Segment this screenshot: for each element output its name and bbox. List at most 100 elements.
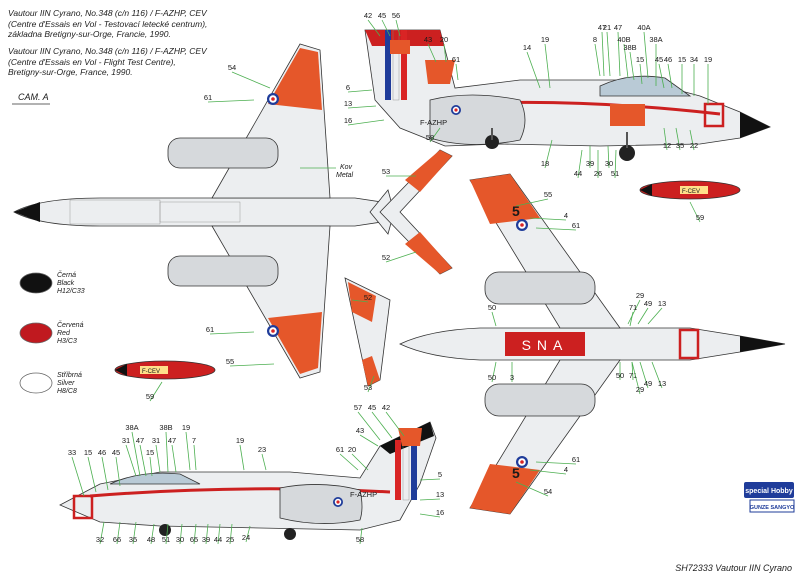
callout-leader [675, 127, 681, 151]
callout-number: 15 [84, 448, 92, 457]
callout-number: 6 [346, 83, 350, 92]
callout-number: 38A [125, 423, 138, 432]
callout-leader [351, 453, 369, 471]
callout-number: 53 [364, 383, 372, 392]
callout-leader [239, 444, 245, 471]
callout-number: 44 [574, 169, 582, 178]
callout-number: 40A [637, 23, 650, 32]
callout-number: 71 [629, 371, 637, 380]
callout-number: 19 [541, 35, 549, 44]
callout-leader [577, 149, 583, 179]
callout-number: 5 [438, 470, 442, 479]
callout-leader [339, 453, 359, 471]
callout-number: 38B [623, 43, 636, 52]
color-name-en: Red [57, 330, 71, 337]
swatch-black [19, 272, 53, 294]
side-profile-lower: F-AZHP [59, 421, 437, 540]
callout-number: 46 [98, 448, 106, 457]
caption-czech: Vautour IIN Cyrano, No.348 (c/n 116) / F… [8, 8, 207, 40]
callout-number: 45 [378, 11, 386, 20]
callout-leader [125, 444, 137, 477]
callout-leader [132, 521, 137, 545]
callout-number: 46 [664, 55, 672, 64]
callout-leader [427, 43, 437, 63]
callout-number: 4 [564, 465, 568, 474]
brand-logo-text: special Hobby [745, 488, 793, 495]
callout-leader [631, 361, 634, 381]
callout-leader [535, 227, 577, 231]
callout-leader [526, 51, 541, 89]
callout-number: 61 [452, 55, 460, 64]
callout-leader [131, 431, 141, 477]
callout-number: 35 [129, 535, 137, 544]
callout-leader [689, 129, 695, 151]
swatch-silver [19, 372, 53, 394]
callout-number: 47 [136, 436, 144, 445]
callout-leader [371, 411, 393, 439]
callout-number: 35 [676, 141, 684, 150]
callout-leader [544, 43, 551, 89]
callout-leader [629, 311, 634, 327]
gunze-logo-text: GUNZE SANGYO [750, 505, 795, 511]
callout-leader [165, 523, 169, 545]
paint-legend: Černá Black H12/C33 Červená Red H3/C3 St… [19, 270, 85, 395]
color-name-en: Black [57, 280, 75, 287]
color-code: H12/C33 [57, 288, 85, 295]
callout-leader [627, 299, 641, 325]
callout-number: 13 [344, 99, 352, 108]
color-name-cz: Černá [57, 270, 76, 279]
callout-leader [491, 361, 497, 383]
callout-number: 26 [594, 169, 602, 178]
callout-number: 20 [348, 445, 356, 454]
color-code: H3/C3 [57, 338, 77, 345]
callout-number: 13 [658, 299, 666, 308]
callout-leader [419, 513, 441, 518]
callout-leader [491, 311, 497, 327]
callout-leader [87, 456, 97, 493]
callout-number: 43 [356, 426, 364, 435]
callout-number: 14 [523, 43, 531, 52]
callout-number: 45 [368, 403, 376, 412]
callout-number: 24 [242, 533, 250, 542]
callout-number: 71 [629, 303, 637, 312]
callout-leader [515, 481, 549, 497]
callout-leader [631, 361, 641, 395]
callout-number: 50 [488, 373, 496, 382]
callout-leader [367, 19, 381, 37]
callout-number: 61 [336, 445, 344, 454]
callout-leader [419, 498, 441, 501]
model-title: SH72333 Vautour IIN Cyrano [675, 563, 792, 573]
callout-leader [229, 363, 275, 367]
color-name-en: Silver [57, 380, 75, 387]
callout-number: 57 [354, 403, 362, 412]
callout-number: 61 [204, 93, 212, 102]
callout-number: 21 [603, 23, 611, 32]
callout-number: 49 [644, 299, 652, 308]
caption-line: (Centre d'Essais en Vol - Testovací lete… [8, 18, 208, 29]
callout-leader [658, 63, 665, 89]
callout-leader [149, 381, 163, 402]
callout-leader [207, 99, 255, 103]
callout-number: 61 [572, 455, 580, 464]
callout-number: 48 [147, 535, 155, 544]
callout-number: 33 [68, 448, 76, 457]
callout-number: 12 [663, 141, 671, 150]
color-code: H8/C8 [57, 388, 77, 395]
pod-lower: F-CEV [114, 360, 216, 380]
callout-number: 54 [228, 63, 236, 72]
callout-leader [245, 525, 251, 543]
callout-number: 13 [658, 379, 666, 388]
callout-number: 50 [488, 303, 496, 312]
callout-number: 19 [182, 423, 190, 432]
callout-leader [367, 375, 375, 393]
callout-number: 52 [382, 253, 390, 262]
callout-number: 7 [192, 436, 196, 445]
callout-number: 16 [344, 116, 352, 125]
side-number-lower: 5 [512, 465, 520, 481]
callout-number: 58 [356, 535, 364, 544]
callout-leader [347, 105, 377, 109]
camouflage-label: CAM. A [18, 92, 49, 102]
callout-number: 39 [202, 535, 210, 544]
callout-number: 23 [258, 445, 266, 454]
